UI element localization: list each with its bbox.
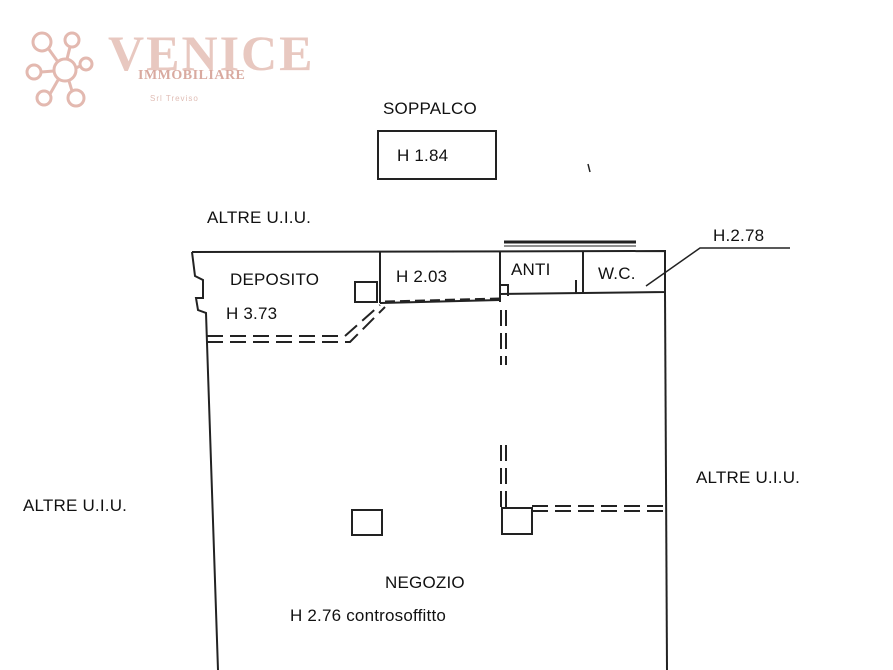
column-deposito <box>354 281 378 303</box>
anti-label: ANTI <box>511 260 551 279</box>
column-right <box>501 507 533 535</box>
deposito-height-label: H 3.73 <box>226 304 278 323</box>
other-units-top-label: ALTRE U.I.U. <box>207 208 312 227</box>
logo-tagline: Srl Treviso <box>150 94 199 103</box>
wc-label: W.C. <box>598 264 636 283</box>
wc-left-notch <box>500 284 509 296</box>
other-units-left-label: ALTRE U.I.U. <box>23 496 128 515</box>
agency-logo: VENICE IMMOBILIARE Srl Treviso <box>20 22 312 112</box>
deposito-label: DEPOSITO <box>230 270 320 289</box>
soppalco-height-box <box>377 130 497 180</box>
outer-wall-left <box>191 251 219 670</box>
logo-subtitle: IMMOBILIARE <box>138 68 246 83</box>
soppalco-height-label: H 1.84 <box>397 146 449 165</box>
dashed-wall-deposito <box>207 304 381 337</box>
negozio-height-label: H 2.76 controsoffitto <box>290 606 447 625</box>
soppalco-label: SOPPALCO <box>383 99 477 118</box>
column-left <box>351 509 383 536</box>
outer-wall-top <box>191 249 666 295</box>
negozio-label: NEGOZIO <box>385 573 465 592</box>
height-leader-line <box>645 247 790 287</box>
other-units-right-label: ALTRE U.I.U. <box>696 468 801 487</box>
outer-wall-right <box>664 291 668 670</box>
logo-brand-text: VENICE <box>108 25 315 81</box>
network-molecule-icon <box>25 31 94 108</box>
storage-height-label: H 2.03 <box>396 267 448 286</box>
wc-height-label: H.2.78 <box>713 226 765 245</box>
